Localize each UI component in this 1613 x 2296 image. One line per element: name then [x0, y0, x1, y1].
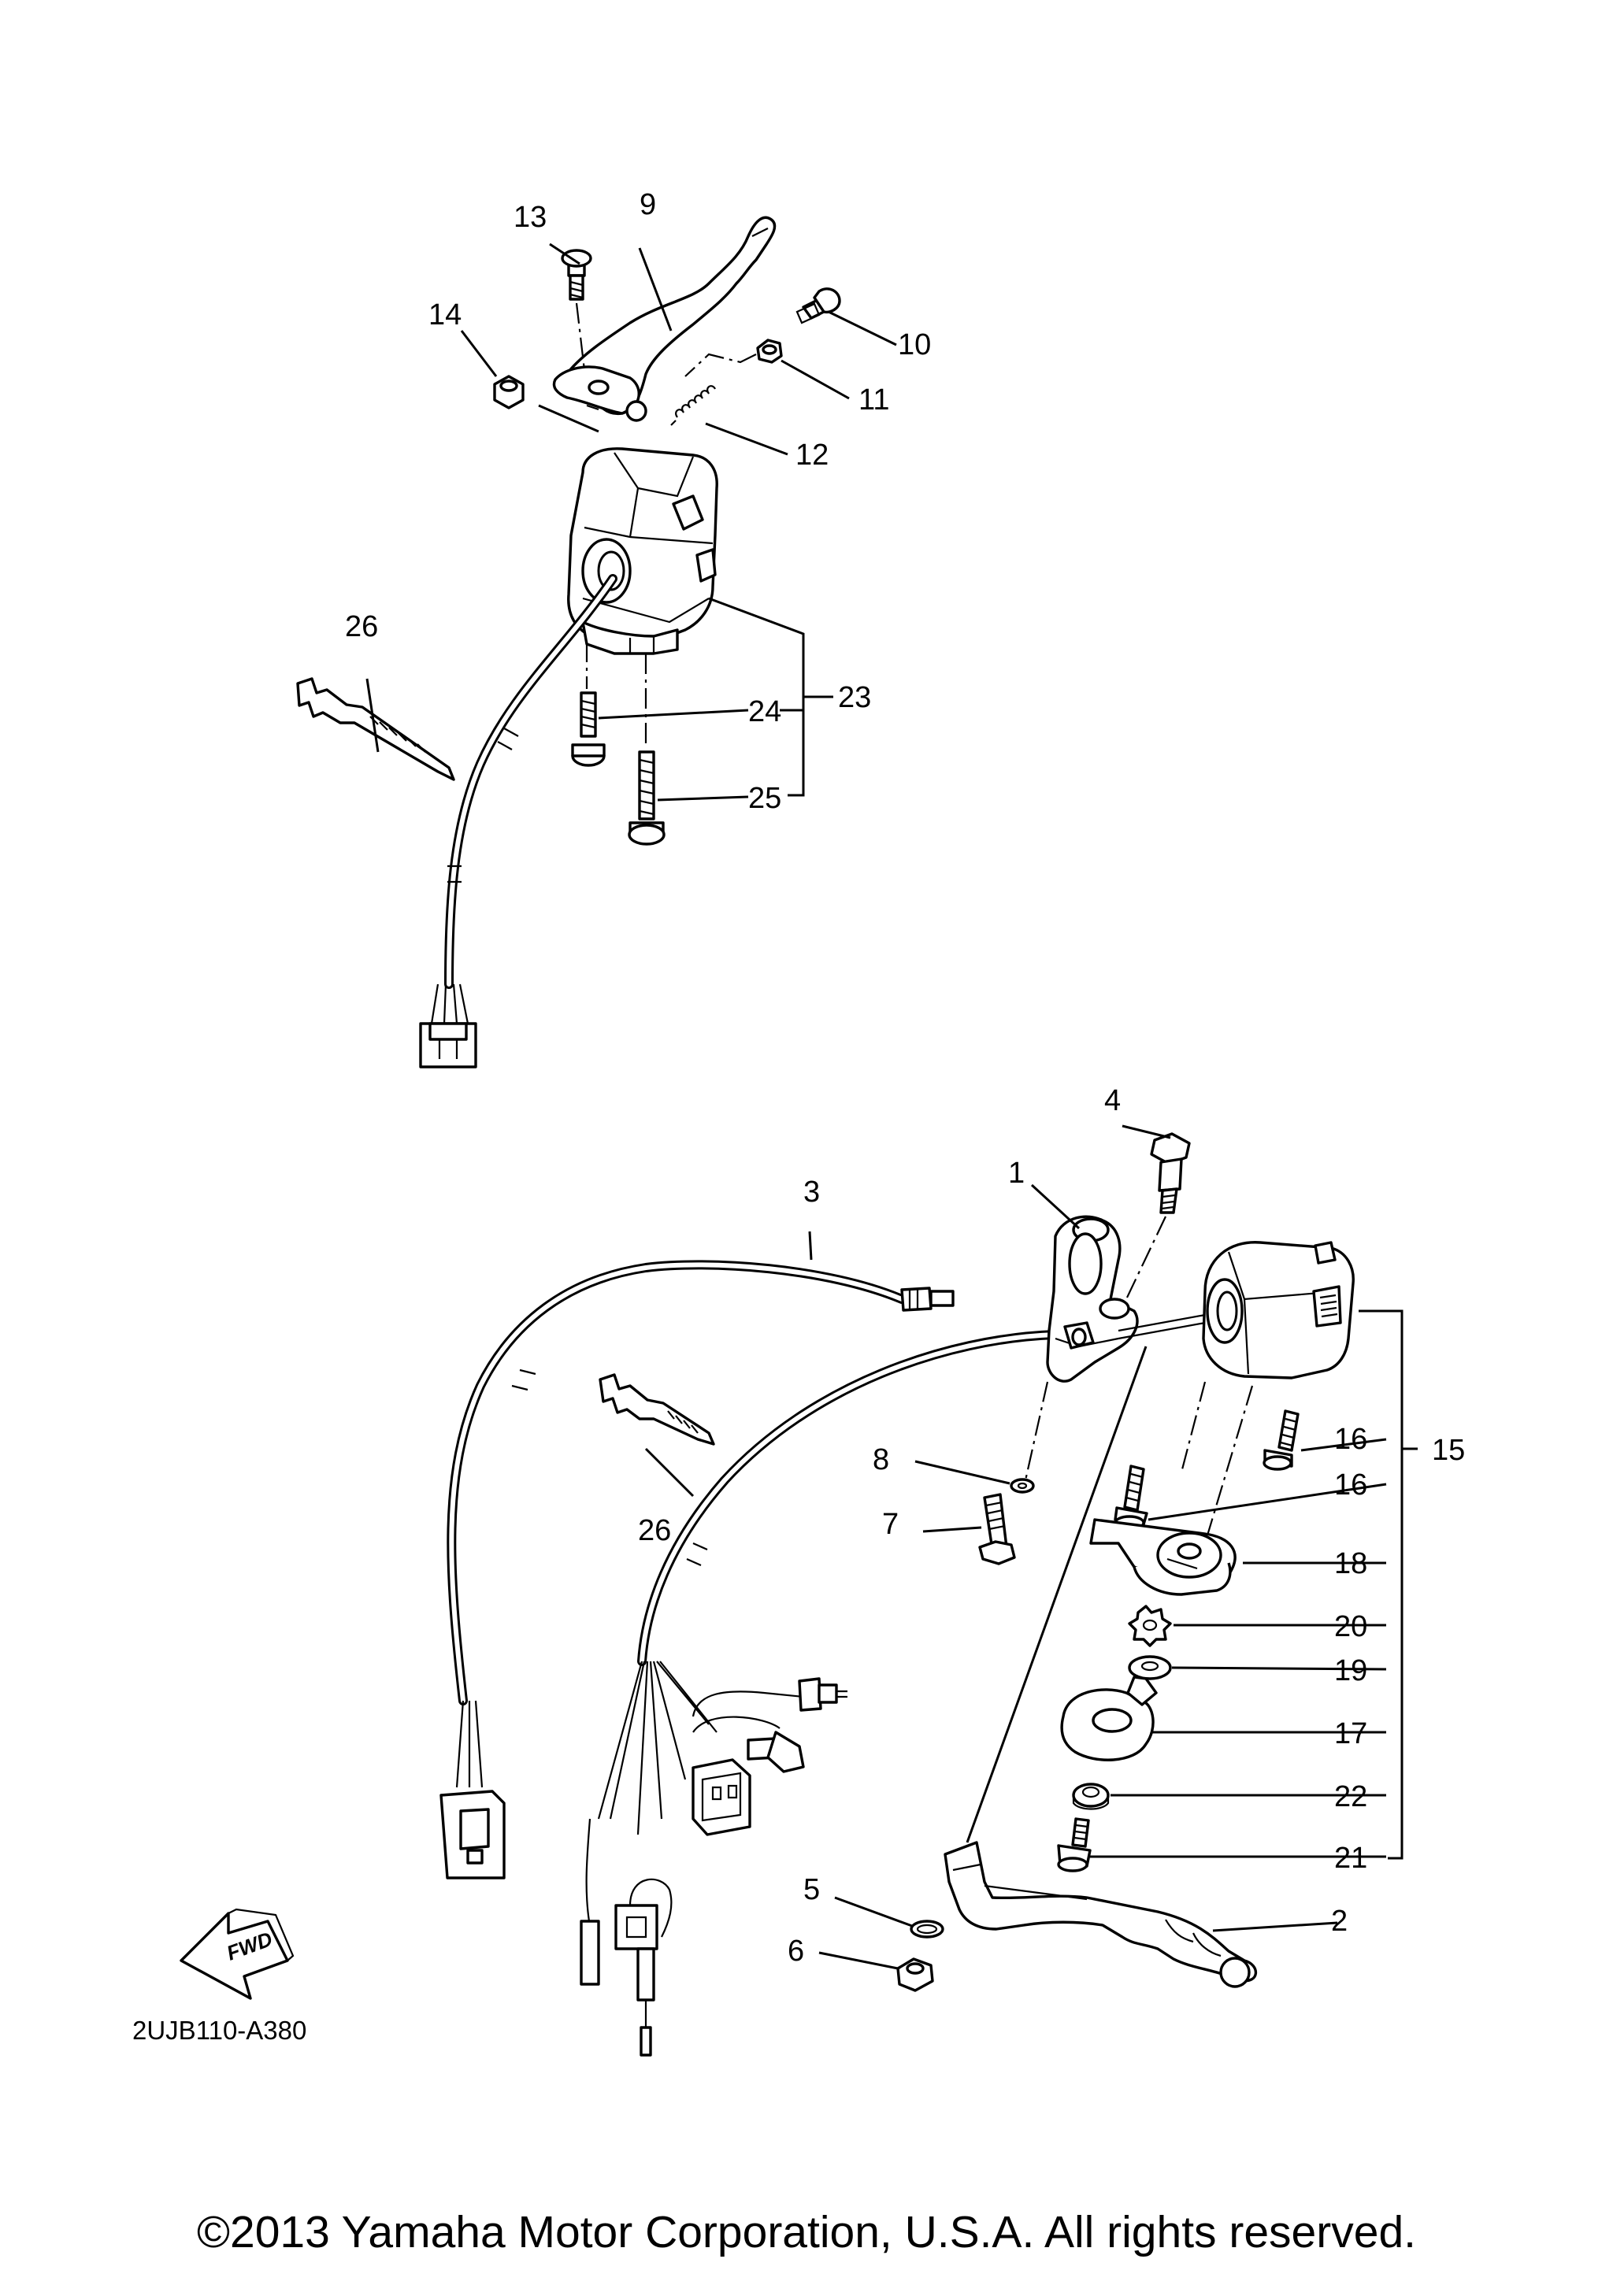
spring-12 — [670, 385, 716, 426]
bolt-21 — [1057, 1817, 1092, 1872]
callout-4: 4 — [1104, 1084, 1121, 1117]
callout-2: 2 — [1331, 1905, 1348, 1938]
left-switch-cable — [419, 574, 617, 1068]
cable-tie-26-lower — [599, 1373, 715, 1446]
nut-6 — [896, 1957, 934, 1992]
lever-holder-1 — [1046, 1215, 1139, 1383]
callout-12: 12 — [795, 439, 829, 472]
callout-18: 18 — [1334, 1547, 1367, 1580]
bolt-10 — [795, 287, 841, 324]
callout-13: 13 — [514, 201, 547, 234]
callout-7: 7 — [882, 1508, 899, 1541]
callout-6: 6 — [788, 1935, 804, 1968]
forward-arrow-icon: FWD — [180, 1908, 295, 2000]
callout-23: 23 — [838, 681, 871, 714]
callout-14: 14 — [428, 298, 462, 331]
callout-5: 5 — [803, 1873, 820, 1906]
screw-16-a — [1114, 1465, 1148, 1531]
pivot-bolt-13 — [561, 249, 592, 371]
left-handlebar-switch-23 — [567, 447, 718, 655]
callout-15: 15 — [1432, 1434, 1465, 1467]
bolt-4 — [1125, 1132, 1191, 1300]
bolt-7 — [978, 1493, 1016, 1565]
throttle-guide-18 — [1089, 1518, 1237, 1596]
callout-25: 25 — [748, 782, 781, 815]
spacer-22 — [1072, 1783, 1110, 1810]
callout-24: 24 — [748, 695, 781, 728]
callout-26a: 26 — [345, 610, 378, 643]
bracket-15 — [1359, 1309, 1418, 1860]
lock-washer-20 — [1128, 1605, 1172, 1647]
collar-11 — [684, 339, 783, 377]
washer-19 — [1128, 1655, 1172, 1680]
callout-labels: 1 2 3 4 5 6 7 8 9 10 11 12 13 14 15 16 1… — [345, 188, 1465, 1968]
callout-26b: 26 — [638, 1514, 671, 1547]
callout-16a: 16 — [1334, 1423, 1367, 1456]
cable-3 — [439, 1260, 955, 1879]
callout-8: 8 — [873, 1443, 889, 1476]
callout-10: 10 — [898, 328, 931, 361]
right-switch-harness — [580, 1330, 1060, 2057]
callout-11: 11 — [858, 383, 889, 417]
o-ring-5 — [910, 1920, 944, 1939]
nut-14 — [493, 375, 599, 433]
clutch-lever-9 — [552, 216, 777, 422]
screw-25 — [628, 654, 666, 846]
throttle-cam-17 — [1060, 1676, 1158, 1761]
callout-9: 9 — [640, 188, 656, 221]
leader-lines — [365, 243, 1387, 1970]
bracket-23 — [598, 597, 833, 802]
callout-20: 20 — [1334, 1610, 1367, 1643]
callout-19: 19 — [1334, 1654, 1367, 1687]
screw-24 — [571, 642, 606, 767]
callout-22: 22 — [1334, 1780, 1367, 1813]
callout-3: 3 — [803, 1176, 820, 1209]
washer-8 — [1010, 1381, 1049, 1494]
copyright-notice: ©2013 Yamaha Motor Corporation, U.S.A. A… — [197, 2207, 1416, 2257]
callout-1: 1 — [1008, 1157, 1025, 1190]
drawing-code: 2UJB110-A380 — [132, 2016, 306, 2045]
right-handlebar-switch-15 — [1118, 1241, 1355, 1544]
screw-16-b — [1263, 1409, 1300, 1471]
callout-17: 17 — [1334, 1717, 1367, 1750]
brake-lever-2 — [944, 1346, 1258, 1988]
callout-21: 21 — [1334, 1842, 1367, 1875]
callout-16b: 16 — [1334, 1468, 1367, 1502]
